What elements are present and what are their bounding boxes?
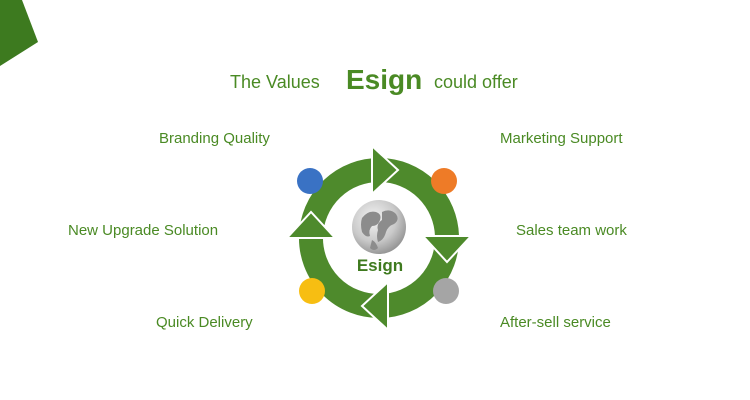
globe-icon <box>352 200 406 254</box>
arrow-head-left <box>284 210 338 239</box>
title-suffix: could offer <box>434 72 518 92</box>
arrow-head-top <box>371 143 400 197</box>
slide-title: The Values Esign could offer <box>0 60 750 104</box>
dot-blue <box>297 168 323 194</box>
value-sales-team-work: Sales team work <box>516 222 627 239</box>
title-brand: Esign <box>346 64 423 95</box>
dot-orange <box>431 168 457 194</box>
arrow-head-right <box>420 235 474 264</box>
value-branding-quality: Branding Quality <box>159 130 270 147</box>
center-label: Esign <box>356 256 404 275</box>
value-marketing-support: Marketing Support <box>500 130 623 147</box>
value-new-upgrade-solution: New Upgrade Solution <box>68 222 219 239</box>
corner-decoration <box>0 0 38 66</box>
title-prefix: The Values <box>230 72 320 92</box>
dot-yellow <box>299 278 325 304</box>
dot-gray <box>433 278 459 304</box>
value-quick-delivery: Quick Delivery <box>156 314 253 331</box>
cycle-arrows <box>284 143 474 333</box>
value-after-sell-service: After-sell service <box>500 314 611 331</box>
arrow-head-bottom <box>360 279 389 333</box>
